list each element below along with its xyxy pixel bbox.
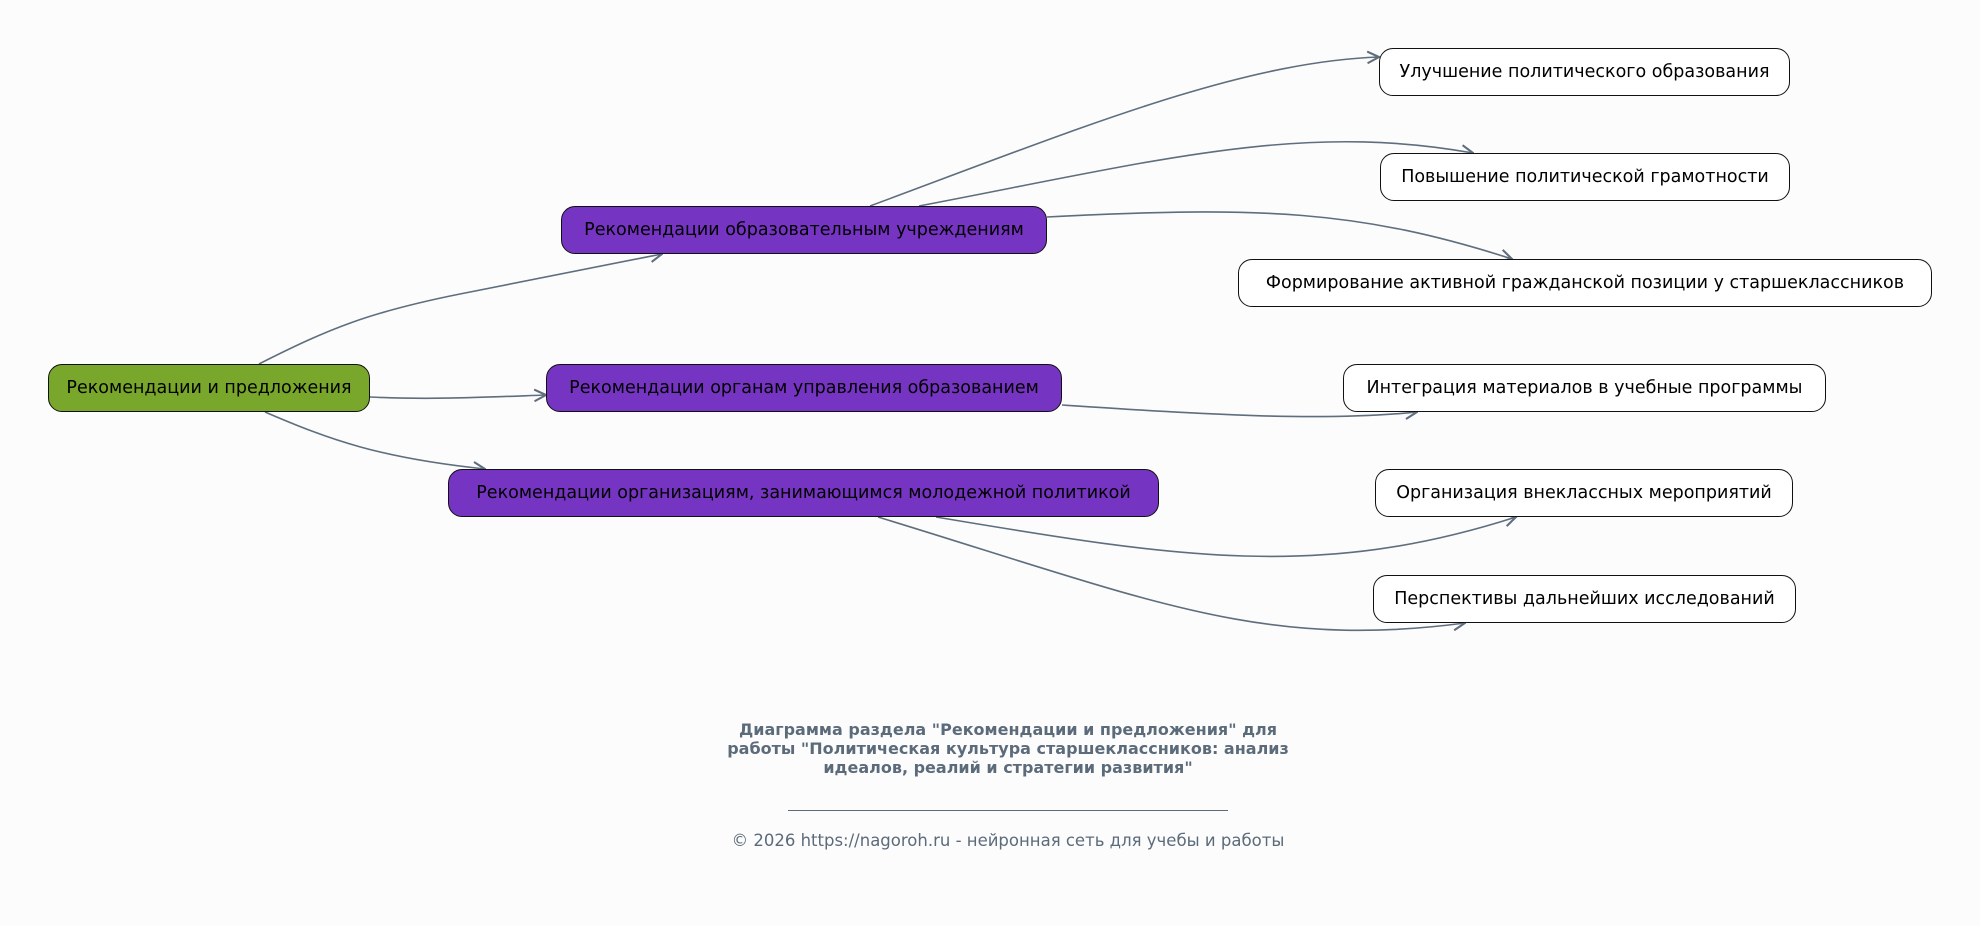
leaf-node[interactable]: Повышение политической грамотности [1380,153,1790,201]
leaf-label: Организация внеклассных мероприятий [1396,483,1772,503]
edge-branch1-leaf2 [918,140,1473,207]
root-node[interactable]: Рекомендации и предложения [48,364,370,412]
leaf-label: Интеграция материалов в учебные программ… [1366,378,1803,398]
branch-node-education-authorities[interactable]: Рекомендации органам управления образова… [546,364,1062,412]
leaf-label: Формирование активной гражданской позици… [1265,273,1905,293]
leaf-label: Повышение политической грамотности [1401,167,1769,187]
branch-label: Рекомендации органам управления образова… [569,378,1039,398]
branch-node-educational-institutions[interactable]: Рекомендации образовательным учреждениям [561,206,1047,254]
branch-label: Рекомендации организациям, занимающимся … [476,483,1131,503]
branch-label: Рекомендации образовательным учреждениям [584,220,1024,240]
copyright-footer: © 2026 https://nagoroh.ru - нейронная се… [731,831,1285,850]
edge-branch3-leaf5 [935,517,1516,558]
leaf-node[interactable]: Формирование активной гражданской позици… [1238,259,1932,307]
root-node-label: Рекомендации и предложения [66,378,352,398]
edge-root-branch3 [264,411,485,469]
edge-root-branch1 [258,254,662,365]
branch-node-youth-organizations[interactable]: Рекомендации организациям, занимающимся … [448,469,1159,517]
leaf-node[interactable]: Перспективы дальнейших исследований [1373,575,1796,623]
leaf-label: Улучшение политического образования [1399,62,1770,82]
edge-branch1-leaf1 [869,57,1379,207]
edge-branch1-leaf3 [1046,211,1512,259]
edge-branch3-leaf6 [877,516,1465,630]
edge-root-branch2 [369,395,546,398]
edge-branch2-leaf4 [1061,404,1417,417]
leaf-label: Перспективы дальнейших исследований [1394,589,1775,609]
caption-divider [788,810,1228,811]
leaf-node[interactable]: Организация внеклассных мероприятий [1375,469,1793,517]
diagram-caption-title: Диаграмма раздела "Рекомендации и предло… [727,720,1289,777]
leaf-node[interactable]: Интеграция материалов в учебные программ… [1343,364,1826,412]
leaf-node[interactable]: Улучшение политического образования [1379,48,1790,96]
